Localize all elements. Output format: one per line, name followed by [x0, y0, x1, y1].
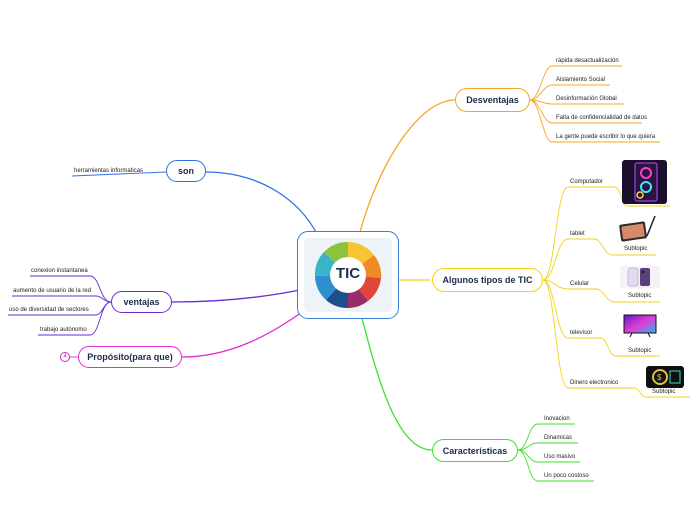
subtopic-desventajas-3[interactable]: Desinformación Global: [556, 96, 617, 102]
expand-collapsed-count[interactable]: 4: [60, 352, 70, 362]
topic-label: Propósito(para que): [87, 352, 173, 362]
topic-label: Algunos tipos de TIC: [442, 275, 533, 285]
topic-label: Desventajas: [466, 95, 519, 105]
subtopic-caracteristicas-3[interactable]: Uso masivo: [544, 454, 576, 460]
tic-wheel-image: TIC: [304, 238, 392, 312]
subtopic-dinero-caption[interactable]: Subtopic: [652, 389, 676, 395]
subtopic-celular[interactable]: Celular: [570, 281, 590, 287]
phone-image[interactable]: [620, 266, 660, 288]
topic-proposito[interactable]: Propósito(para que): [78, 346, 182, 368]
topic-label: Características: [442, 445, 508, 456]
subtopic-desventajas-4[interactable]: Falta de confidencialidad de datos: [556, 115, 648, 121]
topic-desventajas[interactable]: Desventajas: [455, 88, 530, 112]
central-title: TIC: [335, 265, 361, 282]
subtopic-caracteristicas-2[interactable]: Dinamicas: [544, 435, 573, 441]
subtopic-televisor-caption[interactable]: Subtopic: [628, 348, 652, 354]
svg-text:$: $: [657, 373, 662, 382]
topic-ventajas[interactable]: ventajas: [111, 291, 172, 313]
topic-label: son: [177, 166, 194, 176]
topic-tipos-tic[interactable]: Algunos tipos de TIC: [432, 268, 543, 292]
subtopic-desventajas-1[interactable]: rápida desactualización: [556, 58, 619, 64]
subtopic-ventajas-1[interactable]: conexion instantanea: [31, 268, 88, 274]
subtopic-tablet[interactable]: tablet: [570, 231, 585, 237]
subtopic-caracteristicas-1[interactable]: Inovacion: [544, 416, 570, 422]
topic-label: ventajas: [123, 297, 160, 307]
central-topic[interactable]: TIC: [297, 231, 399, 319]
subtopic-desventajas-2[interactable]: Aislamiento Social: [556, 77, 606, 83]
topic-son[interactable]: son: [166, 160, 206, 182]
tv-image[interactable]: [622, 313, 658, 339]
subtopic-ventajas-4[interactable]: trabajo autónomo: [40, 327, 87, 333]
subtopic-ventajas-2[interactable]: aumento de usuario de la red: [13, 288, 92, 294]
electronic-money-image[interactable]: $: [646, 366, 684, 388]
subtopic-ventajas-3[interactable]: uso de diversidad de sectores: [9, 307, 89, 313]
subtopic-son-1[interactable]: herramientas informaticas: [74, 168, 144, 174]
subtopic-computador[interactable]: Computador: [570, 179, 604, 185]
subtopic-caracteristicas-4[interactable]: Un poco costoso: [544, 473, 589, 479]
computer-image[interactable]: [622, 160, 667, 204]
topic-caracteristicas[interactable]: Características: [432, 439, 518, 462]
subtopic-televisor[interactable]: televisor: [570, 330, 593, 336]
tablet-image[interactable]: [617, 214, 657, 242]
subtopic-dinero-electronico[interactable]: Dinero electronico: [570, 380, 619, 386]
subtopic-tablet-caption[interactable]: Subtopic: [624, 246, 648, 252]
subtopic-desventajas-5[interactable]: La gente puede escribir lo que quiera: [556, 134, 656, 140]
subtopic-celular-caption[interactable]: Subtopic: [628, 293, 652, 299]
